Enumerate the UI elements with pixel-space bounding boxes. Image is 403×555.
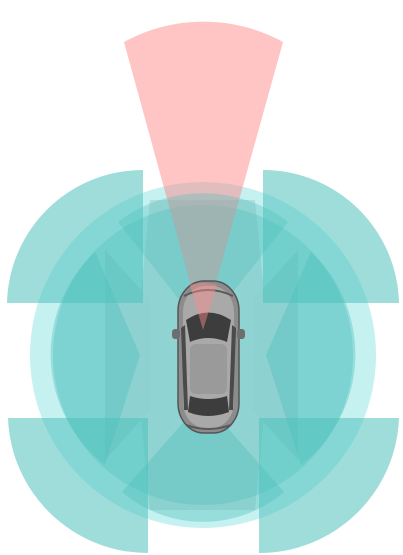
rear-right-camera-zone bbox=[259, 418, 399, 553]
left-side-camera-zone bbox=[50, 252, 140, 465]
rear-camera-zone bbox=[122, 400, 284, 522]
forward-wide-camera-zone bbox=[118, 193, 288, 330]
right-side-camera-zone bbox=[266, 252, 356, 465]
front-right-camera-zone bbox=[263, 170, 399, 303]
forward-radar-cone bbox=[124, 21, 283, 331]
front-left-camera-zone bbox=[7, 170, 143, 303]
car-top-view-icon bbox=[172, 280, 245, 434]
rear-left-camera-zone bbox=[8, 418, 148, 554]
forward-radar-cone-origin bbox=[190, 283, 217, 330]
